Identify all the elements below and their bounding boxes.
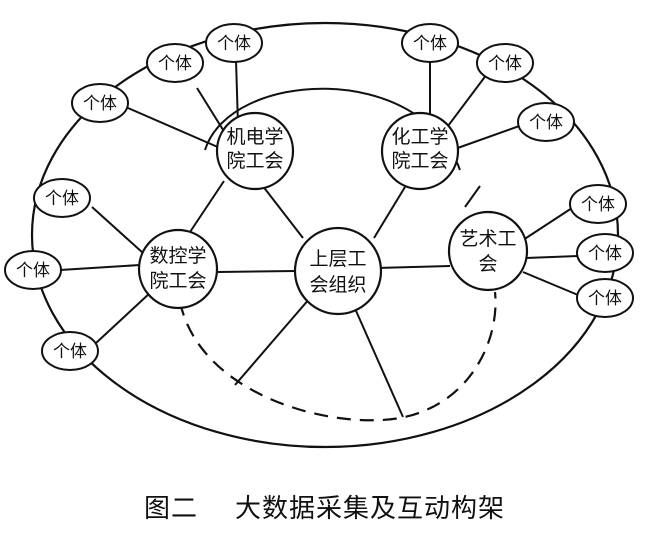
individual-label: 个体 — [217, 34, 251, 54]
individual-label: 个体 — [53, 342, 87, 362]
center-spokes — [217, 184, 451, 418]
hub-shukong-line2: 院工会 — [149, 270, 206, 292]
outer-ring — [30, 21, 620, 449]
hub-huagong-line2: 院工会 — [391, 150, 448, 172]
center-label-line2: 会组织 — [309, 274, 366, 296]
hub-yishu-line2: 会 — [478, 253, 497, 275]
individual-label: 个体 — [588, 289, 622, 309]
hub-jidian-line1: 机电学 — [226, 126, 283, 148]
center-label-line1: 上层工 — [309, 248, 366, 270]
figure-caption: 图二 大数据采集及互动构架 — [0, 488, 649, 525]
hub-yishu-line1: 艺术工 — [459, 228, 516, 250]
figure-title: 大数据采集及互动构架 — [235, 494, 506, 524]
hub-huagong-line1: 化工学 — [391, 126, 448, 148]
hub-node-yishu: 艺术工 会 — [447, 210, 529, 292]
hub-node-jidian: 机电学 院工会 — [215, 111, 295, 191]
hub-jidian-line2: 院工会 — [226, 150, 283, 172]
individual-label: 个体 — [413, 34, 447, 54]
individual-node: 个体 — [517, 102, 575, 142]
individual-label: 个体 — [16, 261, 50, 281]
hub-node-shukong: 数控学 院工会 — [137, 228, 219, 310]
individual-node: 个体 — [71, 83, 129, 123]
individual-node: 个体 — [576, 233, 634, 273]
hub-node-huagong: 化工学 院工会 — [380, 111, 460, 191]
individual-node: 个体 — [33, 178, 91, 218]
individual-label: 个体 — [581, 195, 615, 215]
center-node-union: 上层工 会组织 — [293, 226, 383, 316]
individual-label: 个体 — [488, 54, 522, 74]
individual-node: 个体 — [569, 184, 627, 224]
individual-node: 个体 — [41, 331, 99, 371]
individual-node: 个体 — [576, 278, 634, 318]
individual-label: 个体 — [529, 113, 563, 133]
individual-node: 个体 — [205, 23, 263, 63]
inner-dashed-arc — [178, 291, 497, 422]
figure-number: 图二 — [143, 494, 198, 524]
hub-shukong-line1: 数控学 — [149, 245, 206, 267]
individual-nodes: 个体 个体 个体 个体 个体 个体 个体 个体 — [4, 23, 634, 371]
individual-label: 个体 — [158, 54, 192, 74]
individual-node: 个体 — [401, 23, 459, 63]
individual-label: 个体 — [83, 94, 117, 114]
individual-connectors — [59, 59, 579, 344]
individual-node: 个体 — [146, 43, 204, 83]
individual-node: 个体 — [476, 43, 534, 83]
individual-label: 个体 — [588, 244, 622, 264]
individual-node: 个体 — [4, 250, 62, 290]
individual-label: 个体 — [45, 189, 79, 209]
hub-ring-connectors — [189, 180, 481, 233]
